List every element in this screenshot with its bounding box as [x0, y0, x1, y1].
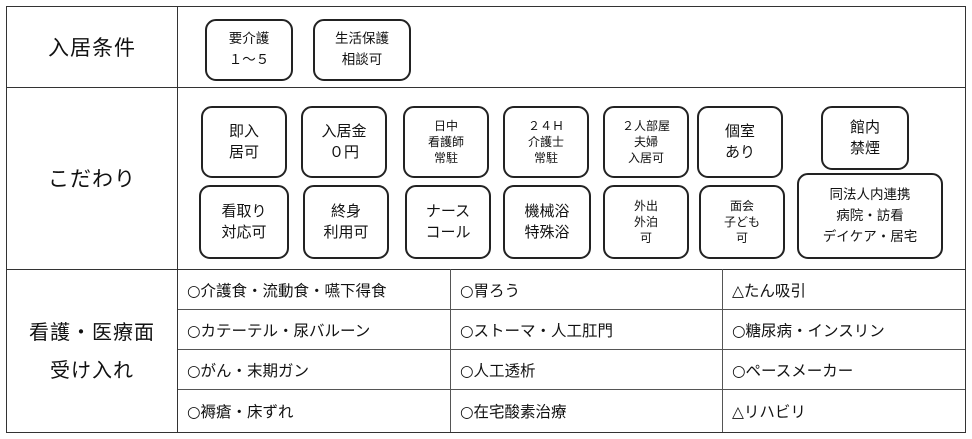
chip-line: 病院・訪看	[836, 207, 904, 224]
chip-line: 要介護	[228, 31, 270, 47]
chip-line: ２４Ｈ	[527, 119, 564, 133]
chip-line: 生活保護	[335, 31, 389, 47]
chip-line: 日中	[433, 119, 458, 133]
chip-line: 対応可	[221, 223, 267, 241]
feature-chip-immediate: 即入 居可	[201, 106, 287, 178]
section-divider	[7, 87, 965, 88]
chip-line: 夫婦	[633, 135, 658, 149]
chip-line: あり	[724, 143, 755, 161]
chip-line: 子ども	[723, 215, 760, 229]
row-divider	[177, 309, 965, 310]
medical-item: △たん吸引	[732, 282, 806, 300]
chip-line: ２人部屋	[621, 119, 670, 133]
medical-item: ○褥瘡・床ずれ	[187, 403, 294, 421]
medical-item: ○ストーマ・人工肛門	[460, 322, 614, 340]
section-divider	[7, 269, 965, 270]
chip-line: 館内	[849, 118, 880, 136]
chip-line: 入居金	[321, 122, 367, 140]
chip-line: 個室	[724, 122, 755, 140]
label-column-divider	[177, 7, 178, 432]
features-label: こだわり	[48, 167, 136, 191]
medical-label: 看護・医療面 受け入れ	[7, 269, 177, 432]
chip-line: 利用可	[323, 223, 369, 241]
medical-item: △リハビリ	[732, 403, 806, 421]
chip-line: 特殊浴	[524, 223, 570, 241]
medical-item: ○胃ろう	[460, 282, 521, 300]
chip-line: 相談可	[341, 52, 383, 68]
feature-chip-lifetime-use: 終身 利用可	[303, 185, 389, 259]
chip-line: 外泊	[633, 215, 658, 229]
chip-line: 居可	[228, 143, 259, 161]
feature-chip-outing: 外出 外泊 可	[603, 185, 689, 259]
chip-line: 看護師	[427, 135, 464, 149]
column-divider	[450, 269, 451, 432]
chip-line: 常駐	[433, 151, 458, 165]
medical-item: ○介護食・流動食・嚥下得食	[187, 282, 387, 300]
row-divider	[177, 349, 965, 350]
chip-line: 外出	[633, 199, 658, 213]
chip-line: 常駐	[533, 151, 558, 165]
medical-item: ○がん・末期ガン	[187, 362, 310, 380]
condition-chip-welfare: 生活保護 相談可	[313, 19, 411, 81]
feature-chip-double-room: ２人部屋 夫婦 入居可	[603, 106, 689, 178]
chip-line: コール	[425, 223, 471, 241]
chip-line: 機械浴	[524, 202, 570, 220]
feature-chip-no-smoking: 館内 禁煙	[821, 106, 909, 170]
conditions-label: 入居条件	[48, 36, 136, 60]
feature-chip-visiting: 面会 子ども 可	[699, 185, 785, 259]
chip-line: １～５	[228, 52, 270, 68]
row-divider	[177, 389, 965, 390]
medical-item: ○在宅酸素治療	[460, 403, 567, 421]
medical-item: ○ペースメーカー	[732, 362, 854, 380]
condition-chip-care-level: 要介護 １～５	[205, 19, 293, 81]
chip-line: 面会	[729, 199, 754, 213]
medical-label-line: 受け入れ	[50, 357, 134, 382]
chip-line: 可	[735, 231, 748, 245]
facility-info-table: 入居条件 こだわり 看護・医療面 受け入れ 要介護 １～５ 生活保護 相談可 即…	[6, 6, 966, 433]
feature-chip-special-bath: 機械浴 特殊浴	[503, 185, 591, 259]
medical-item: ○人工透析	[460, 362, 536, 380]
feature-chip-private-room: 個室 あり	[697, 106, 783, 178]
chip-line: 入居可	[627, 151, 664, 165]
feature-chip-group-cooperation: 同法人内連携 病院・訪看 デイケア・居宅	[797, 173, 943, 259]
chip-line: ０円	[328, 143, 359, 161]
feature-chip-daytime-nurse: 日中 看護師 常駐	[403, 106, 489, 178]
feature-chip-24h-caregiver: ２４Ｈ 介護士 常駐	[503, 106, 589, 178]
chip-line: デイケア・居宅	[822, 228, 918, 245]
chip-line: 禁煙	[849, 139, 880, 157]
chip-line: 介護士	[527, 135, 564, 149]
feature-chip-end-of-life: 看取り 対応可	[199, 185, 289, 259]
chip-line: ナース	[425, 202, 471, 220]
chip-line: 同法人内連携	[829, 186, 911, 203]
feature-chip-nurse-call: ナース コール	[405, 185, 491, 259]
medical-item: ○カテーテル・尿バルーン	[187, 322, 371, 340]
chip-line: 終身	[330, 202, 361, 220]
chip-line: 看取り	[221, 202, 267, 220]
medical-label-line: 看護・医療面	[29, 319, 155, 344]
medical-item: ○糖尿病・インスリン	[732, 322, 885, 340]
feature-chip-zero-fee: 入居金 ０円	[301, 106, 387, 178]
column-divider	[722, 269, 723, 432]
chip-line: 可	[639, 231, 652, 245]
chip-line: 即入	[228, 122, 259, 140]
